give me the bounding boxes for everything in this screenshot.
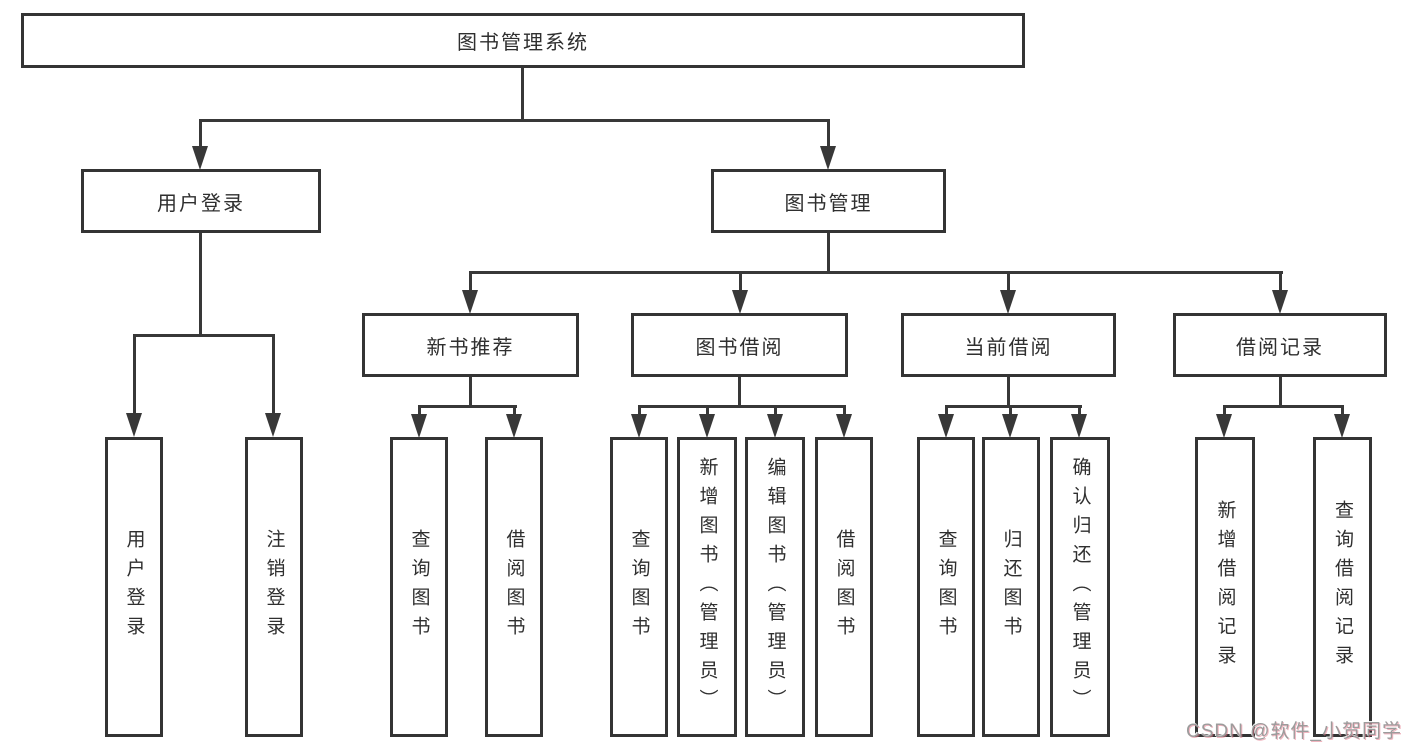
connector-line xyxy=(1007,271,1010,292)
connector-line xyxy=(521,68,524,120)
connector-line xyxy=(1279,377,1282,408)
arrowhead-icon xyxy=(1071,414,1087,438)
connector-line xyxy=(1341,405,1344,417)
arrowhead-icon xyxy=(1216,414,1232,438)
leaf-add-borrow-record: 新增借阅记录 xyxy=(1195,437,1255,737)
node-library-management-system: 图书管理系统 xyxy=(21,13,1025,68)
arrowhead-icon xyxy=(1334,414,1350,438)
leaf-query-borrow-record: 查询借阅记录 xyxy=(1313,437,1372,737)
connector-line xyxy=(638,405,641,417)
connector-line xyxy=(469,377,472,408)
connector-line xyxy=(133,334,136,415)
connector-line xyxy=(738,377,741,408)
leaf-return-books: 归还图书 xyxy=(982,437,1040,737)
connector-line xyxy=(133,334,275,337)
leaf-query-books-current: 查询图书 xyxy=(917,437,975,737)
connector-line xyxy=(638,405,846,408)
node-book-borrowing: 图书借阅 xyxy=(631,313,848,377)
arrowhead-icon xyxy=(836,414,852,438)
arrowhead-icon xyxy=(938,414,954,438)
arrowhead-icon xyxy=(192,146,208,170)
connector-line xyxy=(199,119,830,122)
connector-line xyxy=(199,233,202,336)
connector-line xyxy=(843,405,846,417)
connector-line xyxy=(774,405,777,417)
arrowhead-icon xyxy=(126,413,142,437)
arrowhead-icon xyxy=(462,290,478,314)
node-new-book-recommendation: 新书推荐 xyxy=(362,313,579,377)
connector-line xyxy=(945,405,1082,408)
node-book-management: 图书管理 xyxy=(711,169,946,233)
arrowhead-icon xyxy=(265,413,281,437)
arrowhead-icon xyxy=(1000,290,1016,314)
leaf-query-books-borrowing: 查询图书 xyxy=(610,437,668,737)
csdn-watermark: CSDN @软件_小贺同学 xyxy=(1186,721,1402,742)
leaf-query-books-recommend: 查询图书 xyxy=(390,437,448,737)
arrowhead-icon xyxy=(411,414,427,438)
connector-line xyxy=(418,405,421,417)
connector-line xyxy=(1279,271,1282,292)
connector-line xyxy=(706,405,709,417)
connector-line xyxy=(945,405,948,417)
arrowhead-icon xyxy=(631,414,647,438)
leaf-borrow-books-borrowing: 借阅图书 xyxy=(815,437,873,737)
connector-line xyxy=(1007,377,1010,408)
connector-line xyxy=(1223,405,1226,417)
leaf-user-login: 用户登录 xyxy=(105,437,163,737)
connector-line xyxy=(1078,405,1081,417)
connector-line xyxy=(469,271,472,292)
connector-line xyxy=(199,119,202,148)
connector-line xyxy=(827,233,830,274)
connector-line xyxy=(1009,405,1012,417)
connector-line xyxy=(827,119,830,148)
connector-line xyxy=(739,271,742,292)
connector-line xyxy=(469,271,1283,274)
node-user-login: 用户登录 xyxy=(81,169,321,233)
arrowhead-icon xyxy=(506,414,522,438)
connector-line xyxy=(1223,405,1344,408)
connector-line xyxy=(418,405,517,408)
leaf-logout: 注销登录 xyxy=(245,437,303,737)
arrowhead-icon xyxy=(1272,290,1288,314)
node-borrowing-records: 借阅记录 xyxy=(1173,313,1387,377)
connector-line xyxy=(513,405,516,417)
arrowhead-icon xyxy=(732,290,748,314)
arrowhead-icon xyxy=(767,414,783,438)
node-current-borrowing: 当前借阅 xyxy=(901,313,1116,377)
leaf-edit-books-admin: 编辑图书（管理员） xyxy=(745,437,805,737)
arrowhead-icon xyxy=(820,146,836,170)
leaf-confirm-return-admin: 确认归还（管理员） xyxy=(1050,437,1110,737)
leaf-borrow-books-recommend: 借阅图书 xyxy=(485,437,543,737)
arrowhead-icon xyxy=(1002,414,1018,438)
arrowhead-icon xyxy=(699,414,715,438)
connector-line xyxy=(272,334,275,415)
leaf-add-books-admin: 新增图书（管理员） xyxy=(677,437,737,737)
